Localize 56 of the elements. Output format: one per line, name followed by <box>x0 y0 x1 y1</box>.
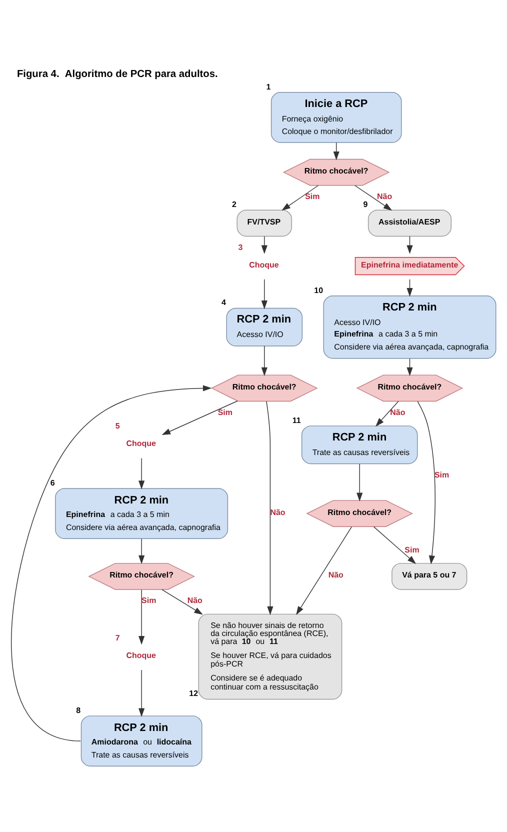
node-label: 2 <box>232 200 236 209</box>
node-label: 1 <box>266 82 271 91</box>
node-label: 7 <box>115 633 120 642</box>
node-label: 4 <box>222 298 226 307</box>
arrow <box>406 358 413 376</box>
node-text: Choque <box>249 260 279 269</box>
arrow <box>356 463 363 501</box>
arrow <box>11 384 212 741</box>
arrow <box>162 400 238 435</box>
arrow <box>138 457 145 489</box>
arrow <box>261 235 268 254</box>
node-label: 11 <box>292 415 301 424</box>
node-box: Vá para 5 ou 7 <box>392 562 468 590</box>
node-box: Assistolia/AESP <box>368 209 452 236</box>
arrow <box>296 526 352 614</box>
node-box: RCP 2 min Amiodarona ou lidocaína Trate as causas reversíveis <box>80 715 202 766</box>
arrow <box>261 345 268 376</box>
edge-label: Não <box>377 192 392 201</box>
arrow <box>282 184 319 210</box>
arrow <box>138 588 145 644</box>
node-box: RCP 2 min Trate as causas reversíveis <box>301 425 418 464</box>
arrow <box>333 142 340 160</box>
node-label: 9 <box>363 200 368 209</box>
node-box: RCP 2 min Acesso IV/IO <box>226 307 303 346</box>
node-label: 12 <box>189 688 198 698</box>
arrow <box>354 184 392 210</box>
arrow <box>406 235 413 254</box>
arrow <box>162 588 203 614</box>
arrow <box>266 400 274 615</box>
edge-label: Sim <box>434 470 450 479</box>
node-box: RCP 2 min Acesso IV/IO Epinefrina a cada 3 a 5 min Considere via aérea avançada, capnografia <box>323 294 496 358</box>
node-text: Choque <box>126 438 156 448</box>
node-label: 8 <box>76 705 81 714</box>
diagram-title: Figura 4. Algoritmo de PCR para adultos. <box>16 68 218 80</box>
arrow <box>138 669 145 716</box>
arrow <box>376 400 399 426</box>
edge-label: Não <box>328 570 344 580</box>
edge-label: Sim <box>305 192 320 201</box>
node-label: 3 <box>238 242 243 252</box>
arrow <box>261 278 268 309</box>
node-label: 5 <box>115 421 120 430</box>
arrow <box>138 538 145 564</box>
node-label: 10 <box>314 285 324 294</box>
node-label: 6 <box>50 478 55 487</box>
edge-label: Não <box>270 507 286 516</box>
edge-label: Sim <box>218 407 233 416</box>
node-box: FV/TVSP <box>236 209 292 236</box>
node-box: Se não houver sinais de retorno da circulação espontânea (RCE), vá para 10 ou 11 Se houver RCE, vá para cuidados pós-PCR Considere se é adequado continuar com a ressuscitação <box>198 613 342 700</box>
node-text: Choque <box>126 650 156 660</box>
arrow <box>373 526 416 564</box>
edge-label: Não <box>390 407 406 416</box>
node-box: Inicie a RCP Forneça oxigênio Coloque o monitor/desfibrilador <box>270 91 402 142</box>
arrow <box>417 400 436 564</box>
node-box: RCP 2 min Epinefrina a cada 3 a 5 min Considere via aérea avançada, capnografia <box>55 488 228 538</box>
edge-label: Não <box>187 596 202 605</box>
edge-label: Sim <box>404 544 420 554</box>
